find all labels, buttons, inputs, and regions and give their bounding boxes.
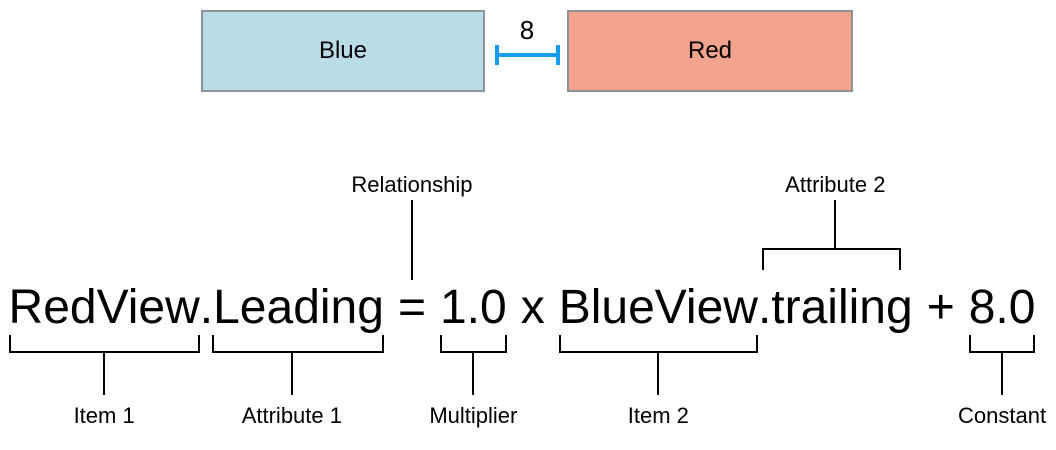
relationship-text: = — [397, 281, 426, 334]
attribute2-text: .trailing — [757, 281, 913, 334]
item1-annotation: Item 1 — [73, 403, 135, 428]
attribute1-text: .Leading — [199, 281, 384, 334]
item2-annotation: Item 2 — [627, 403, 689, 428]
constraint-equation: RedView Item 1 .Leading Attribute 1 = Re… — [0, 173, 1050, 428]
item1-text: RedView — [8, 281, 200, 334]
equation-multiply-operator: x — [521, 284, 545, 332]
spacing-ibeam-bar — [497, 53, 558, 57]
attribute2-bracket — [761, 248, 901, 270]
red-view-box: Red — [567, 10, 853, 92]
attribute1-bracket — [211, 335, 384, 353]
attribute2-stem — [834, 200, 837, 248]
item2-bracket — [558, 335, 758, 353]
multiplier-stem — [472, 353, 475, 395]
spacing-ibeam-left-tick — [495, 45, 499, 65]
spacing-ibeam-right-tick — [556, 45, 560, 65]
item2-stem — [657, 353, 660, 395]
item1-bracket — [8, 335, 200, 353]
attribute1-stem — [290, 353, 293, 395]
plus-operator-text: + — [926, 281, 955, 334]
constant-stem — [1001, 353, 1004, 395]
item2-text: BlueView — [558, 281, 758, 334]
equation-term-item2: BlueView Item 2 — [558, 281, 758, 428]
constant-bracket — [968, 335, 1036, 353]
equation-term-multiplier: 1.0 Multiplier — [429, 281, 517, 428]
red-view-label: Red — [687, 37, 733, 64]
item1-stem — [103, 353, 106, 395]
blue-view-box: Blue — [201, 10, 485, 92]
multiplier-bracket — [439, 335, 507, 353]
equation-term-attribute1: .Leading Attribute 1 — [199, 281, 384, 428]
multiply-operator-text: x — [520, 281, 545, 334]
attribute2-annotation: Attribute 2 — [785, 172, 886, 197]
relationship-stem — [410, 200, 413, 280]
equation-plus-operator: + — [927, 284, 955, 332]
spacing-value-label: 8 — [519, 15, 535, 45]
constant-text: 8.0 — [968, 281, 1036, 334]
equation-term-constant: 8.0 Constant — [958, 281, 1046, 428]
attribute1-annotation: Attribute 1 — [241, 403, 342, 428]
equation-term-item1: RedView Item 1 — [8, 281, 200, 428]
relationship-annotation: Relationship — [351, 172, 473, 197]
multiplier-text: 1.0 — [439, 281, 507, 334]
multiplier-annotation: Multiplier — [429, 403, 518, 428]
equation-relationship-operator: = Relationship — [351, 173, 472, 334]
blue-view-label: Blue — [318, 37, 368, 64]
equation-term-attribute2: .trailing Attribute 2 — [757, 173, 913, 334]
constant-annotation: Constant — [958, 403, 1047, 428]
